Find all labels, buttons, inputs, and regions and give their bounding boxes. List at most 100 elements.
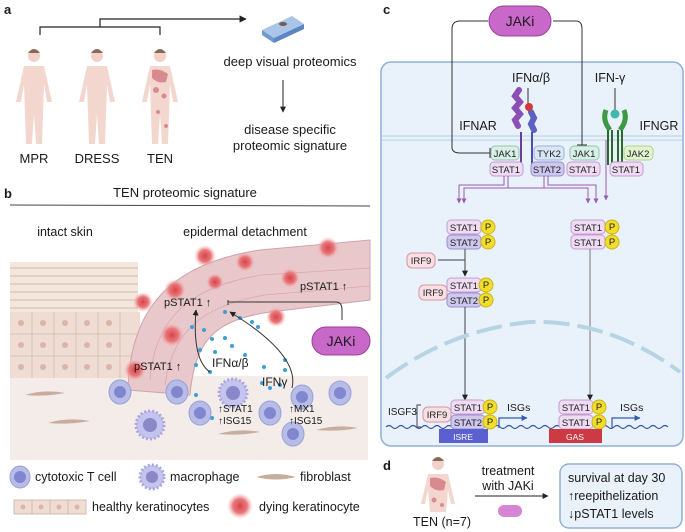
panel-d-label: d xyxy=(383,458,391,473)
receptor-ifnar: IFNAR xyxy=(459,119,497,133)
outcome-reepithelization: ↑reepithelization xyxy=(568,489,658,503)
svg-text:STAT2: STAT2 xyxy=(533,165,561,176)
nuclear-envelope xyxy=(384,319,682,380)
svg-text:dying keratinocyte: dying keratinocyte xyxy=(259,500,360,514)
stat-top-2: STAT2 xyxy=(530,161,565,177)
isgs-label-isre: ISGs xyxy=(507,402,530,414)
svg-text:STAT1: STAT1 xyxy=(562,403,590,414)
patient-label-ten: TEN xyxy=(147,151,173,166)
legend-item-healthy-keratinocytes: healthy keratinocytes xyxy=(13,499,209,515)
ifng-label: IFNγ xyxy=(262,375,287,389)
ifn-particles xyxy=(190,310,287,420)
svg-text:STAT1: STAT1 xyxy=(569,165,597,176)
svg-text:STAT1: STAT1 xyxy=(492,165,520,176)
svg-text:IRF9: IRF9 xyxy=(423,288,444,299)
svg-text:P: P xyxy=(483,280,489,291)
panel-d: d TEN (n=7) treatment with JAKi survival… xyxy=(383,457,683,529)
title-rule xyxy=(9,204,371,207)
jaki-inhibition-line xyxy=(227,300,343,320)
svg-text:P: P xyxy=(483,295,489,306)
jaki-pill-icon xyxy=(498,505,522,517)
kinase-jak2: JAK2 xyxy=(623,145,654,161)
svg-text:GAS: GAS xyxy=(566,432,584,442)
irf9-free: IRF9 xyxy=(406,252,436,269)
gaf-complex-nucleus: STAT1 STAT1 P P xyxy=(558,399,607,430)
fibroblasts xyxy=(25,391,358,435)
ifngr-receptor xyxy=(602,109,628,165)
panel-b: b TEN proteomic signature intact skin ep… xyxy=(4,185,371,519)
patient-figure-ten: TEN xyxy=(142,49,178,166)
svg-text:P: P xyxy=(596,417,602,428)
treatment-line-2: with JAKi xyxy=(481,479,533,493)
svg-text:ISRE: ISRE xyxy=(453,432,473,442)
isgf3-complex-cytoplasm: IRF9 STAT1 STAT2 P P xyxy=(418,277,494,308)
patient-label-dress: DRESS xyxy=(75,151,120,166)
jaki-label-b: JAKi xyxy=(327,333,356,349)
macrophages xyxy=(134,377,249,441)
legend-item-dying-keratinocyte: dying keratinocyte xyxy=(227,493,360,519)
jaki-inhibits-jak1-right xyxy=(553,20,587,146)
jaki-inhibits-jak1-left xyxy=(451,20,491,158)
panel-b-label: b xyxy=(4,186,12,201)
svg-text:P: P xyxy=(487,417,493,428)
svg-text:fibroblast: fibroblast xyxy=(300,470,351,484)
svg-text:STAT1: STAT1 xyxy=(450,223,478,234)
isre-transcription-arrow xyxy=(498,415,528,428)
panel-b-title: TEN proteomic signature xyxy=(113,185,257,200)
outcome-pstat1: ↓pSTAT1 levels xyxy=(568,507,654,521)
svg-text:P: P xyxy=(609,237,615,248)
svg-text:P: P xyxy=(609,222,615,233)
pstat1-label-bottom: pSTAT1 ↑ xyxy=(134,361,181,373)
svg-text:P: P xyxy=(596,402,602,413)
cohort-label: TEN (n=7) xyxy=(413,515,471,529)
gas-element: GAS xyxy=(549,429,602,443)
treatment-line-1: treatment xyxy=(482,464,535,478)
panel-c-label: c xyxy=(383,2,390,17)
isgs-label-gas: ISGs xyxy=(620,402,643,414)
svg-text:JAK1: JAK1 xyxy=(494,149,517,160)
receptor-ifngr: IFNGR xyxy=(640,119,679,133)
kinase-tyk2: TYK2 xyxy=(533,145,565,161)
result-line-2: proteomic signature xyxy=(233,138,347,153)
macrophage-marker-1: ↑STAT1 xyxy=(218,404,253,415)
panel-a: a MPR DRESS TEN deep visual prot xyxy=(4,2,357,166)
stat-top-3: STAT1 xyxy=(566,161,601,177)
svg-text:STAT2: STAT2 xyxy=(450,296,478,307)
svg-text:healthy keratinocytes: healthy keratinocytes xyxy=(92,500,209,514)
ligand-ifnab: IFNα/β xyxy=(512,71,550,85)
dying-keratinocytes xyxy=(124,237,339,381)
stat-top-4: STAT1 xyxy=(609,161,644,177)
svg-text:STAT1: STAT1 xyxy=(612,165,640,176)
svg-text:STAT1: STAT1 xyxy=(574,223,602,234)
kinase-jak1-right: JAK1 xyxy=(569,145,600,161)
isgf3-complex-nucleus: ISGF3 IRF9 STAT1 STAT2 P P xyxy=(388,399,498,430)
svg-text:STAT1: STAT1 xyxy=(450,281,478,292)
pstat1-label-center: pSTAT1 ↑ xyxy=(164,297,211,309)
intact-epidermis xyxy=(10,262,140,378)
svg-text:P: P xyxy=(485,222,491,233)
svg-text:JAK2: JAK2 xyxy=(627,149,650,160)
patient-figure-mpr: MPR xyxy=(16,49,52,166)
ifnab-arrow xyxy=(192,309,211,373)
legend: cytotoxic T cell macrophage fibroblast h… xyxy=(9,463,360,519)
patient-figure-ten-treated xyxy=(421,457,455,512)
jaki-pill-b xyxy=(311,326,371,356)
method-label: deep visual proteomics xyxy=(224,54,357,69)
macrophage-marker-2: ↑ISG15 xyxy=(218,416,252,427)
svg-text:STAT1: STAT1 xyxy=(574,238,602,249)
dimer-left-1: STAT1 STAT2 P P xyxy=(446,219,496,250)
stat-routing-arrows xyxy=(456,140,609,204)
isre-element: ISRE xyxy=(439,429,488,443)
gas-transcription-arrow xyxy=(611,415,641,428)
svg-text:IRF9: IRF9 xyxy=(411,256,432,267)
outcome-survival: survival at day 30 xyxy=(568,471,665,485)
ifng-arrow xyxy=(229,311,294,389)
svg-text:STAT1: STAT1 xyxy=(454,403,482,414)
svg-text:STAT2: STAT2 xyxy=(450,238,478,249)
svg-text:STAT2: STAT2 xyxy=(454,418,482,429)
dimer-right-1: STAT1 STAT1 P P xyxy=(570,219,620,250)
legend-item-t-cell: cytotoxic T cell xyxy=(9,465,117,489)
legend-item-macrophage: macrophage xyxy=(138,463,240,491)
patient-figure-dress: DRESS xyxy=(75,49,120,166)
jaki-pill-c xyxy=(488,5,552,37)
